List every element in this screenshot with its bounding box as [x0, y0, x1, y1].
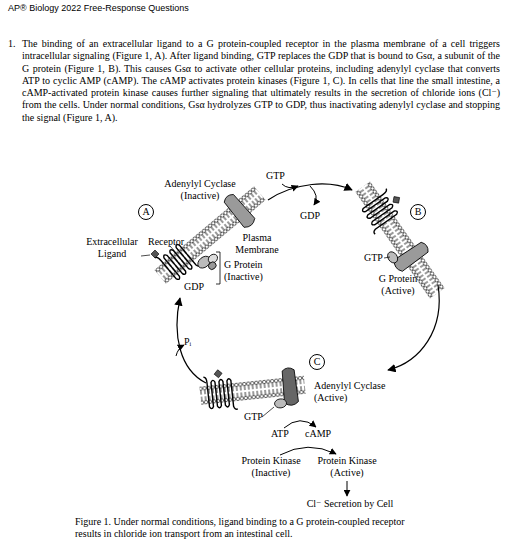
- callout-letter: B: [415, 207, 422, 217]
- reaction-arrow: [284, 421, 316, 428]
- protein-label: G Protein (Active): [372, 273, 424, 297]
- page-header: AP® Biology 2022 Free-Response Questions: [8, 2, 189, 14]
- reaction-arrow: [282, 184, 298, 188]
- question-number: 1.: [8, 38, 16, 50]
- ligand-symbol: [151, 250, 159, 258]
- reaction-arrow: [280, 447, 336, 455]
- protein-label: Protein Kinase (Active): [311, 455, 383, 479]
- leader-line: [170, 246, 177, 254]
- callout-circle: B: [410, 204, 426, 220]
- leader-line: [384, 257, 390, 258]
- g-protein-symbol: [195, 249, 222, 275]
- cycle-arrow: [388, 285, 439, 370]
- ligand-symbol: [391, 194, 402, 205]
- reaction-arrow: [310, 186, 316, 205]
- receptor-symbol: [203, 374, 238, 412]
- molecule-label: ATP: [271, 428, 289, 440]
- reaction-arrow: [347, 481, 348, 496]
- bracket: [216, 252, 220, 284]
- adenylyl-cyclase-symbol: [222, 192, 257, 230]
- callout-letter: C: [314, 357, 321, 367]
- molecule-label: GDP: [184, 281, 204, 293]
- callout-circle: A: [138, 204, 154, 220]
- protein-label: Receptor: [148, 236, 184, 248]
- protein-label: Protein Kinase (Inactive): [235, 455, 307, 479]
- protein-label: G Protein (Inactive): [224, 259, 274, 283]
- outcome-label: Cl⁻ Secretion by Cell: [290, 498, 410, 510]
- callout-letter: A: [142, 207, 149, 217]
- figure-caption: Figure 1. Under normal conditions, ligan…: [75, 516, 425, 540]
- adenylyl-cyclase-symbol: [392, 240, 431, 273]
- membrane-panel: [198, 361, 307, 416]
- molecule-label: GTP: [266, 170, 285, 182]
- molecule-label: cAMP: [305, 428, 331, 440]
- structure-label: Plasma Membrane: [232, 232, 282, 256]
- leader-line: [262, 407, 274, 417]
- ligand-symbol: [214, 369, 223, 378]
- cycle-arrow: [177, 298, 206, 383]
- protein-label: Adenylyl Cyclase (Active): [314, 380, 394, 404]
- molecule-label: Pᵢ: [184, 336, 191, 348]
- leader-line: [141, 255, 150, 256]
- membrane-panel: [346, 173, 457, 305]
- molecule-label: GDP: [300, 210, 320, 222]
- lipid-bilayer: [355, 182, 444, 299]
- g-protein-symbol: [274, 398, 287, 408]
- molecule-label: GTP: [244, 411, 263, 423]
- receptor-symbol: [357, 189, 404, 235]
- question-text: The binding of an extracellular ligand t…: [22, 38, 500, 124]
- callout-circle: C: [309, 354, 325, 370]
- reaction-arrow: [176, 345, 184, 356]
- molecule-label: GTP: [364, 252, 383, 264]
- protein-label: Adenylyl Cyclase (Inactive): [160, 178, 240, 202]
- molecule-label: Extracellular Ligand: [82, 236, 142, 260]
